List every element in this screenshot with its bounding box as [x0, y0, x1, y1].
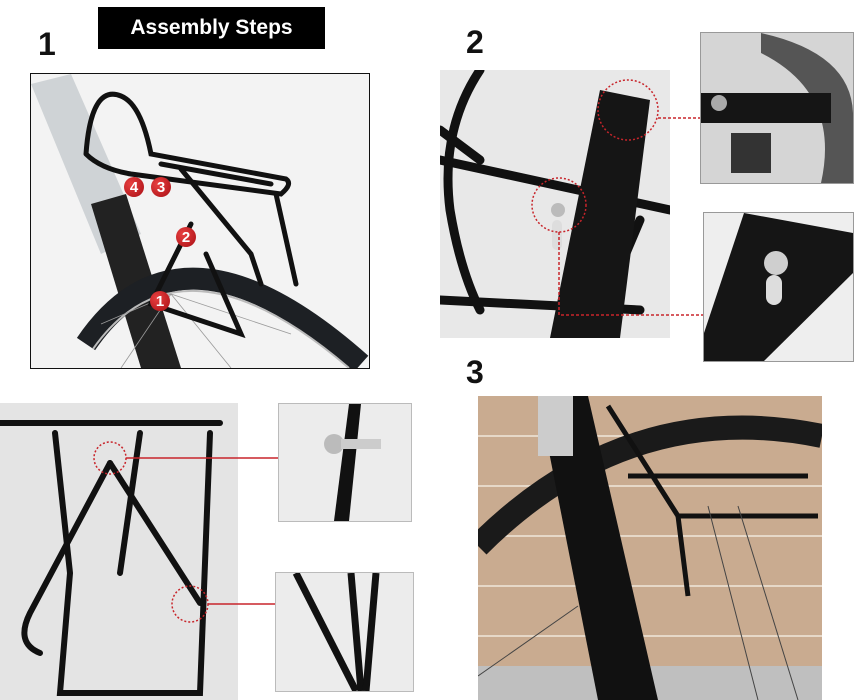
step4-inset-bolt: [278, 403, 412, 522]
marker-3: 3: [151, 177, 171, 197]
step-number-2: 2: [466, 24, 484, 60]
marker-1: 1: [150, 291, 170, 311]
rack-standalone-photo: [0, 403, 238, 700]
step2-inset-top: [700, 32, 854, 184]
step1-bike-rack-photo: [30, 73, 370, 369]
step-number-1: 1: [38, 26, 56, 62]
marker-4: 4: [124, 177, 144, 197]
step4-inset-leg: [275, 572, 414, 692]
step2-inset-bottom: [703, 212, 854, 362]
assembly-steps-title: Assembly Steps: [98, 7, 325, 49]
step2-rack-detail-photo: [440, 70, 670, 338]
marker-2: 2: [176, 227, 196, 247]
step3-installed-rack-photo: [478, 396, 822, 700]
step-number-3: 3: [466, 354, 484, 390]
